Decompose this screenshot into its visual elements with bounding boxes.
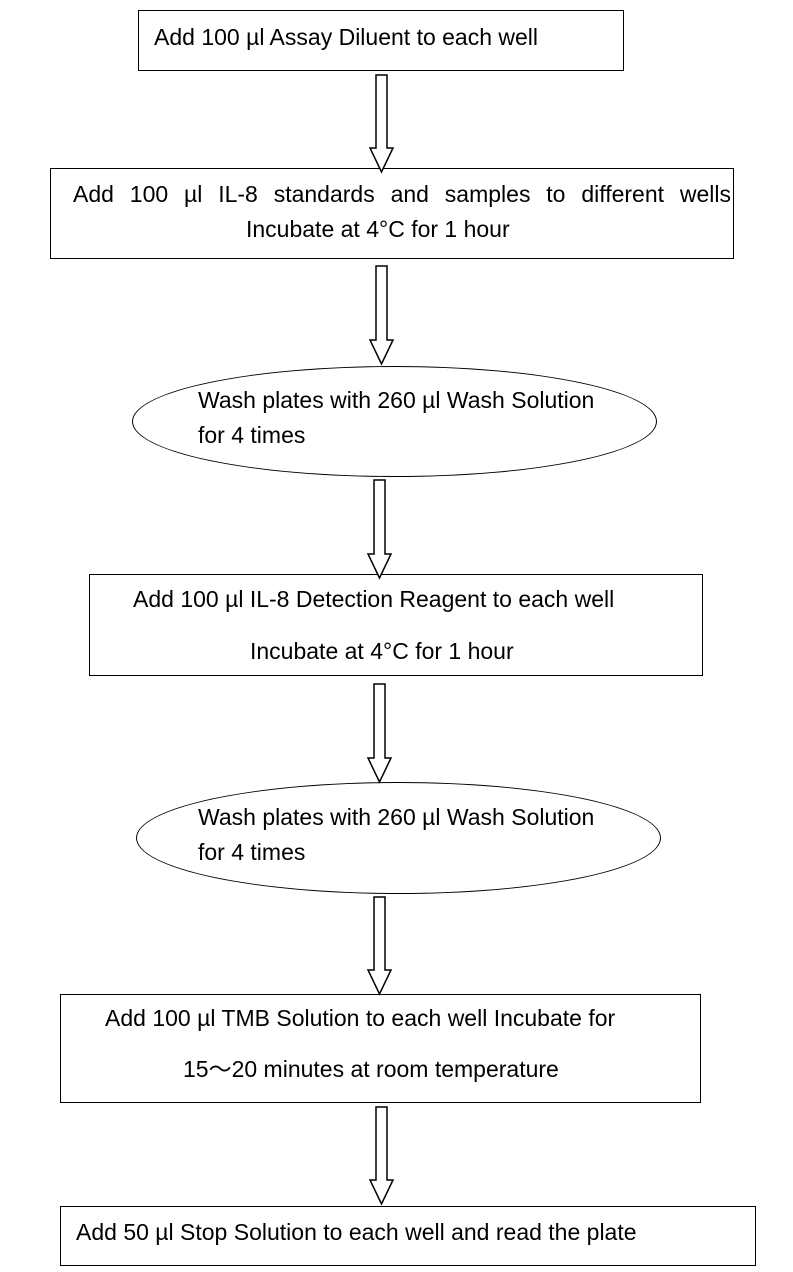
step-2-box: Add 100 µl IL-8 standards and samples to… [50, 168, 734, 259]
step-5-line-2: for 4 times [198, 839, 306, 865]
step-6-line-1: Add 100 µl TMB Solution to each well Inc… [105, 1005, 616, 1031]
hollow-down-arrow-icon [368, 1106, 395, 1206]
step-4-line-1: Add 100 µl IL-8 Detection Reagent to eac… [133, 586, 615, 612]
step-4-box: Add 100 µl IL-8 Detection Reagent to eac… [89, 574, 703, 676]
step-1-line-1: Add 100 µl Assay Diluent to each well [154, 24, 539, 50]
step-7-line-1: Add 50 µl Stop Solution to each well and… [76, 1219, 637, 1245]
step-6-box: Add 100 µl TMB Solution to each well Inc… [60, 994, 701, 1103]
step-5-ellipse: Wash plates with 260 µl Wash Solution fo… [136, 782, 661, 894]
step-4-line-2: Incubate at 4°C for 1 hour [250, 638, 514, 664]
hollow-down-arrow-icon [368, 74, 395, 174]
hollow-down-arrow-icon [366, 683, 393, 784]
hollow-down-arrow-icon [368, 265, 395, 366]
hollow-down-arrow-icon [366, 479, 393, 580]
hollow-down-arrow-icon [366, 896, 393, 996]
step-3-line-2: for 4 times [198, 422, 306, 448]
step-3-line-1: Wash plates with 260 µl Wash Solution [198, 387, 595, 413]
step-2-line-2: Incubate at 4°C for 1 hour [246, 216, 510, 242]
step-2-line-1: Add 100 µl IL-8 standards and samples to… [73, 181, 731, 207]
step-6-line-2: 15～20 minutes at room temperature [183, 1056, 559, 1082]
step-1-box: Add 100 µl Assay Diluent to each well [138, 10, 624, 71]
step-3-ellipse: Wash plates with 260 µl Wash Solution fo… [132, 366, 657, 477]
step-5-line-1: Wash plates with 260 µl Wash Solution [198, 804, 595, 830]
step-7-box: Add 50 µl Stop Solution to each well and… [60, 1206, 756, 1266]
